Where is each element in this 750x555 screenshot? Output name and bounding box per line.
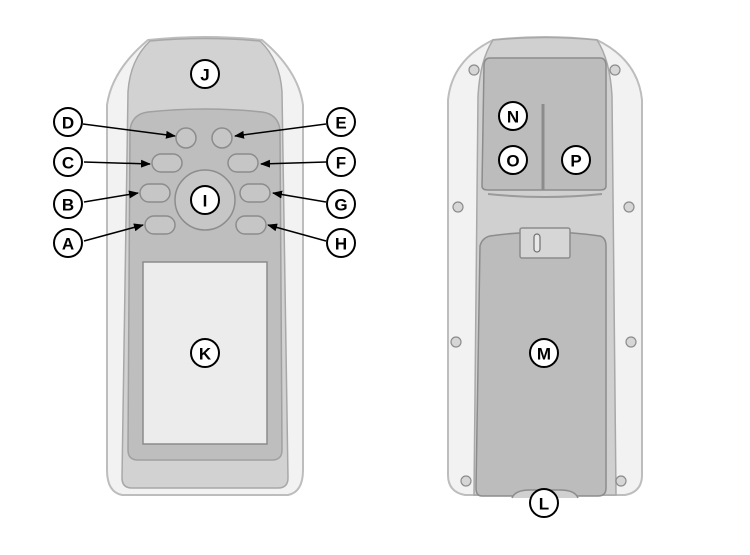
label-k: K xyxy=(199,345,212,364)
button-a[interactable] xyxy=(144,215,176,235)
label-circle-n xyxy=(498,101,528,131)
label-p: P xyxy=(570,152,581,171)
screw xyxy=(615,475,627,487)
button-f[interactable] xyxy=(227,153,259,173)
label-circle-j xyxy=(190,59,220,89)
label-c: C xyxy=(62,154,74,173)
label-circle-c xyxy=(53,147,83,177)
screw xyxy=(625,336,637,348)
label-circle-o xyxy=(498,145,528,175)
screw xyxy=(452,201,464,213)
label-b: B xyxy=(62,196,74,215)
callout-letters: A B C D E F G H I J K L M N O P xyxy=(62,66,582,514)
arrow-b xyxy=(83,190,139,203)
label-circle-f xyxy=(326,147,356,177)
button-b[interactable] xyxy=(139,183,171,203)
arrow-e xyxy=(234,123,327,139)
label-n: N xyxy=(507,108,519,127)
label-circle-a xyxy=(53,228,83,258)
arrow-g xyxy=(272,190,327,203)
arrow-a xyxy=(83,223,144,242)
back-view xyxy=(447,36,643,499)
label-circle-h xyxy=(326,228,356,258)
label-i: I xyxy=(203,192,208,211)
label-j: J xyxy=(200,66,209,85)
latch[interactable] xyxy=(519,227,571,259)
screw xyxy=(450,336,462,348)
label-h: H xyxy=(335,235,347,254)
screw xyxy=(623,201,635,213)
button-e[interactable] xyxy=(211,127,233,149)
label-circle-d xyxy=(53,107,83,137)
button-c[interactable] xyxy=(151,153,183,173)
latch-slot xyxy=(533,233,541,253)
button-d[interactable] xyxy=(175,127,197,149)
front-view xyxy=(106,36,304,496)
label-l: L xyxy=(539,495,549,514)
label-g: G xyxy=(334,196,347,215)
label-circle-g xyxy=(326,189,356,219)
label-o: O xyxy=(506,152,519,171)
label-d: D xyxy=(62,114,74,133)
label-circle-i xyxy=(190,185,220,215)
label-e: E xyxy=(335,114,346,133)
compartment-lip xyxy=(487,193,603,198)
arrow-h xyxy=(267,223,327,242)
label-circle-p xyxy=(561,145,591,175)
button-g[interactable] xyxy=(239,183,271,203)
screw xyxy=(468,64,480,76)
label-circle-m xyxy=(529,338,559,368)
callout-labels xyxy=(53,59,591,518)
screw xyxy=(609,64,621,76)
label-circle-k xyxy=(190,338,220,368)
callout-arrows xyxy=(82,123,327,242)
button-h[interactable] xyxy=(235,215,267,235)
label-circle-e xyxy=(326,107,356,137)
arrow-c xyxy=(83,159,151,168)
arrow-f xyxy=(260,159,327,168)
screw xyxy=(460,475,472,487)
arrow-d xyxy=(82,123,176,139)
label-f: F xyxy=(336,154,346,173)
label-circle-b xyxy=(53,189,83,219)
label-m: M xyxy=(537,345,551,364)
label-circle-l xyxy=(529,488,559,518)
label-a: A xyxy=(62,235,74,254)
